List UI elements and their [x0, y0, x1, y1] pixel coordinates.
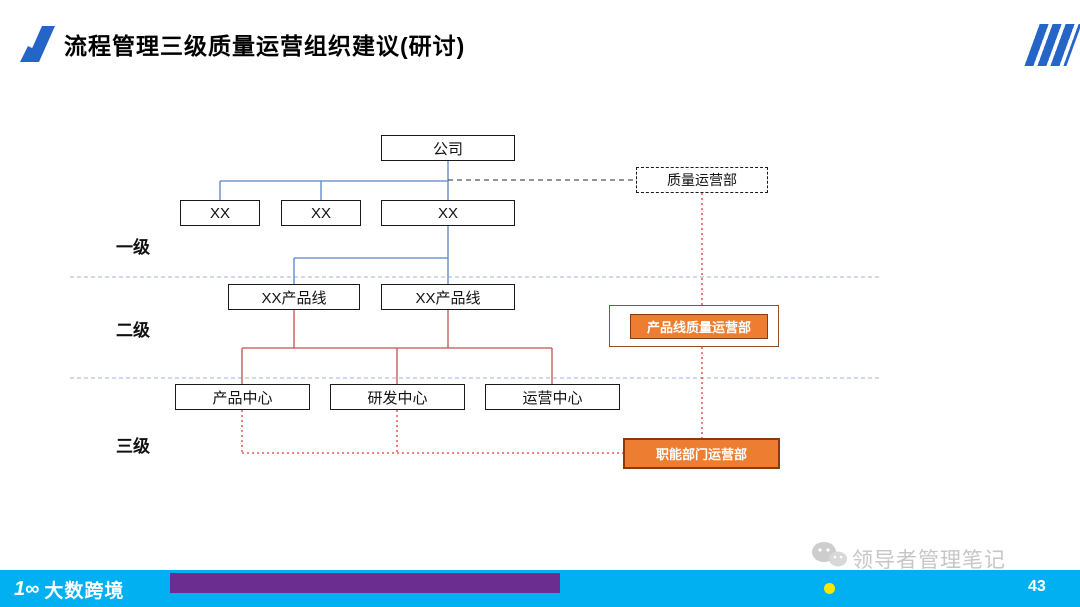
company-box: 公司	[381, 135, 515, 161]
brand-logo-icon: 1∞	[14, 578, 40, 600]
page-number: 43	[1028, 578, 1046, 595]
level1-unit-box-3: XX	[381, 200, 515, 226]
title-accent-icon	[20, 26, 55, 62]
product-center-box: 产品中心	[175, 384, 310, 410]
corner-decoration	[1024, 24, 1080, 66]
level1-label: 一级	[116, 238, 150, 257]
operations-center-box: 运营中心	[485, 384, 620, 410]
page-title: 流程管理三级质量运营组织建议(研讨)	[64, 33, 466, 59]
yellow-dot	[824, 583, 835, 594]
functional-dept-ops-box: 职能部门运营部	[623, 438, 780, 469]
rd-center-box: 研发中心	[330, 384, 465, 410]
brand-name: 大数跨境	[44, 581, 125, 602]
level3-label: 三级	[116, 437, 150, 456]
level1-unit-box-1: XX	[180, 200, 260, 226]
product-line-box-1: XX产品线	[228, 284, 360, 310]
watermark-text: 领导者管理笔记	[852, 549, 1006, 572]
product-line-box-2: XX产品线	[381, 284, 515, 310]
brand-logo: 1∞ 大数跨境	[14, 576, 124, 603]
quality-ops-dept-box: 质量运营部	[636, 167, 768, 193]
level2-label: 二级	[116, 321, 150, 340]
footer-purple-bar	[170, 573, 560, 593]
wechat-icon	[812, 542, 847, 567]
level1-unit-box-2: XX	[281, 200, 361, 226]
product-line-quality-dept-box: 产品线质量运营部	[630, 314, 768, 339]
